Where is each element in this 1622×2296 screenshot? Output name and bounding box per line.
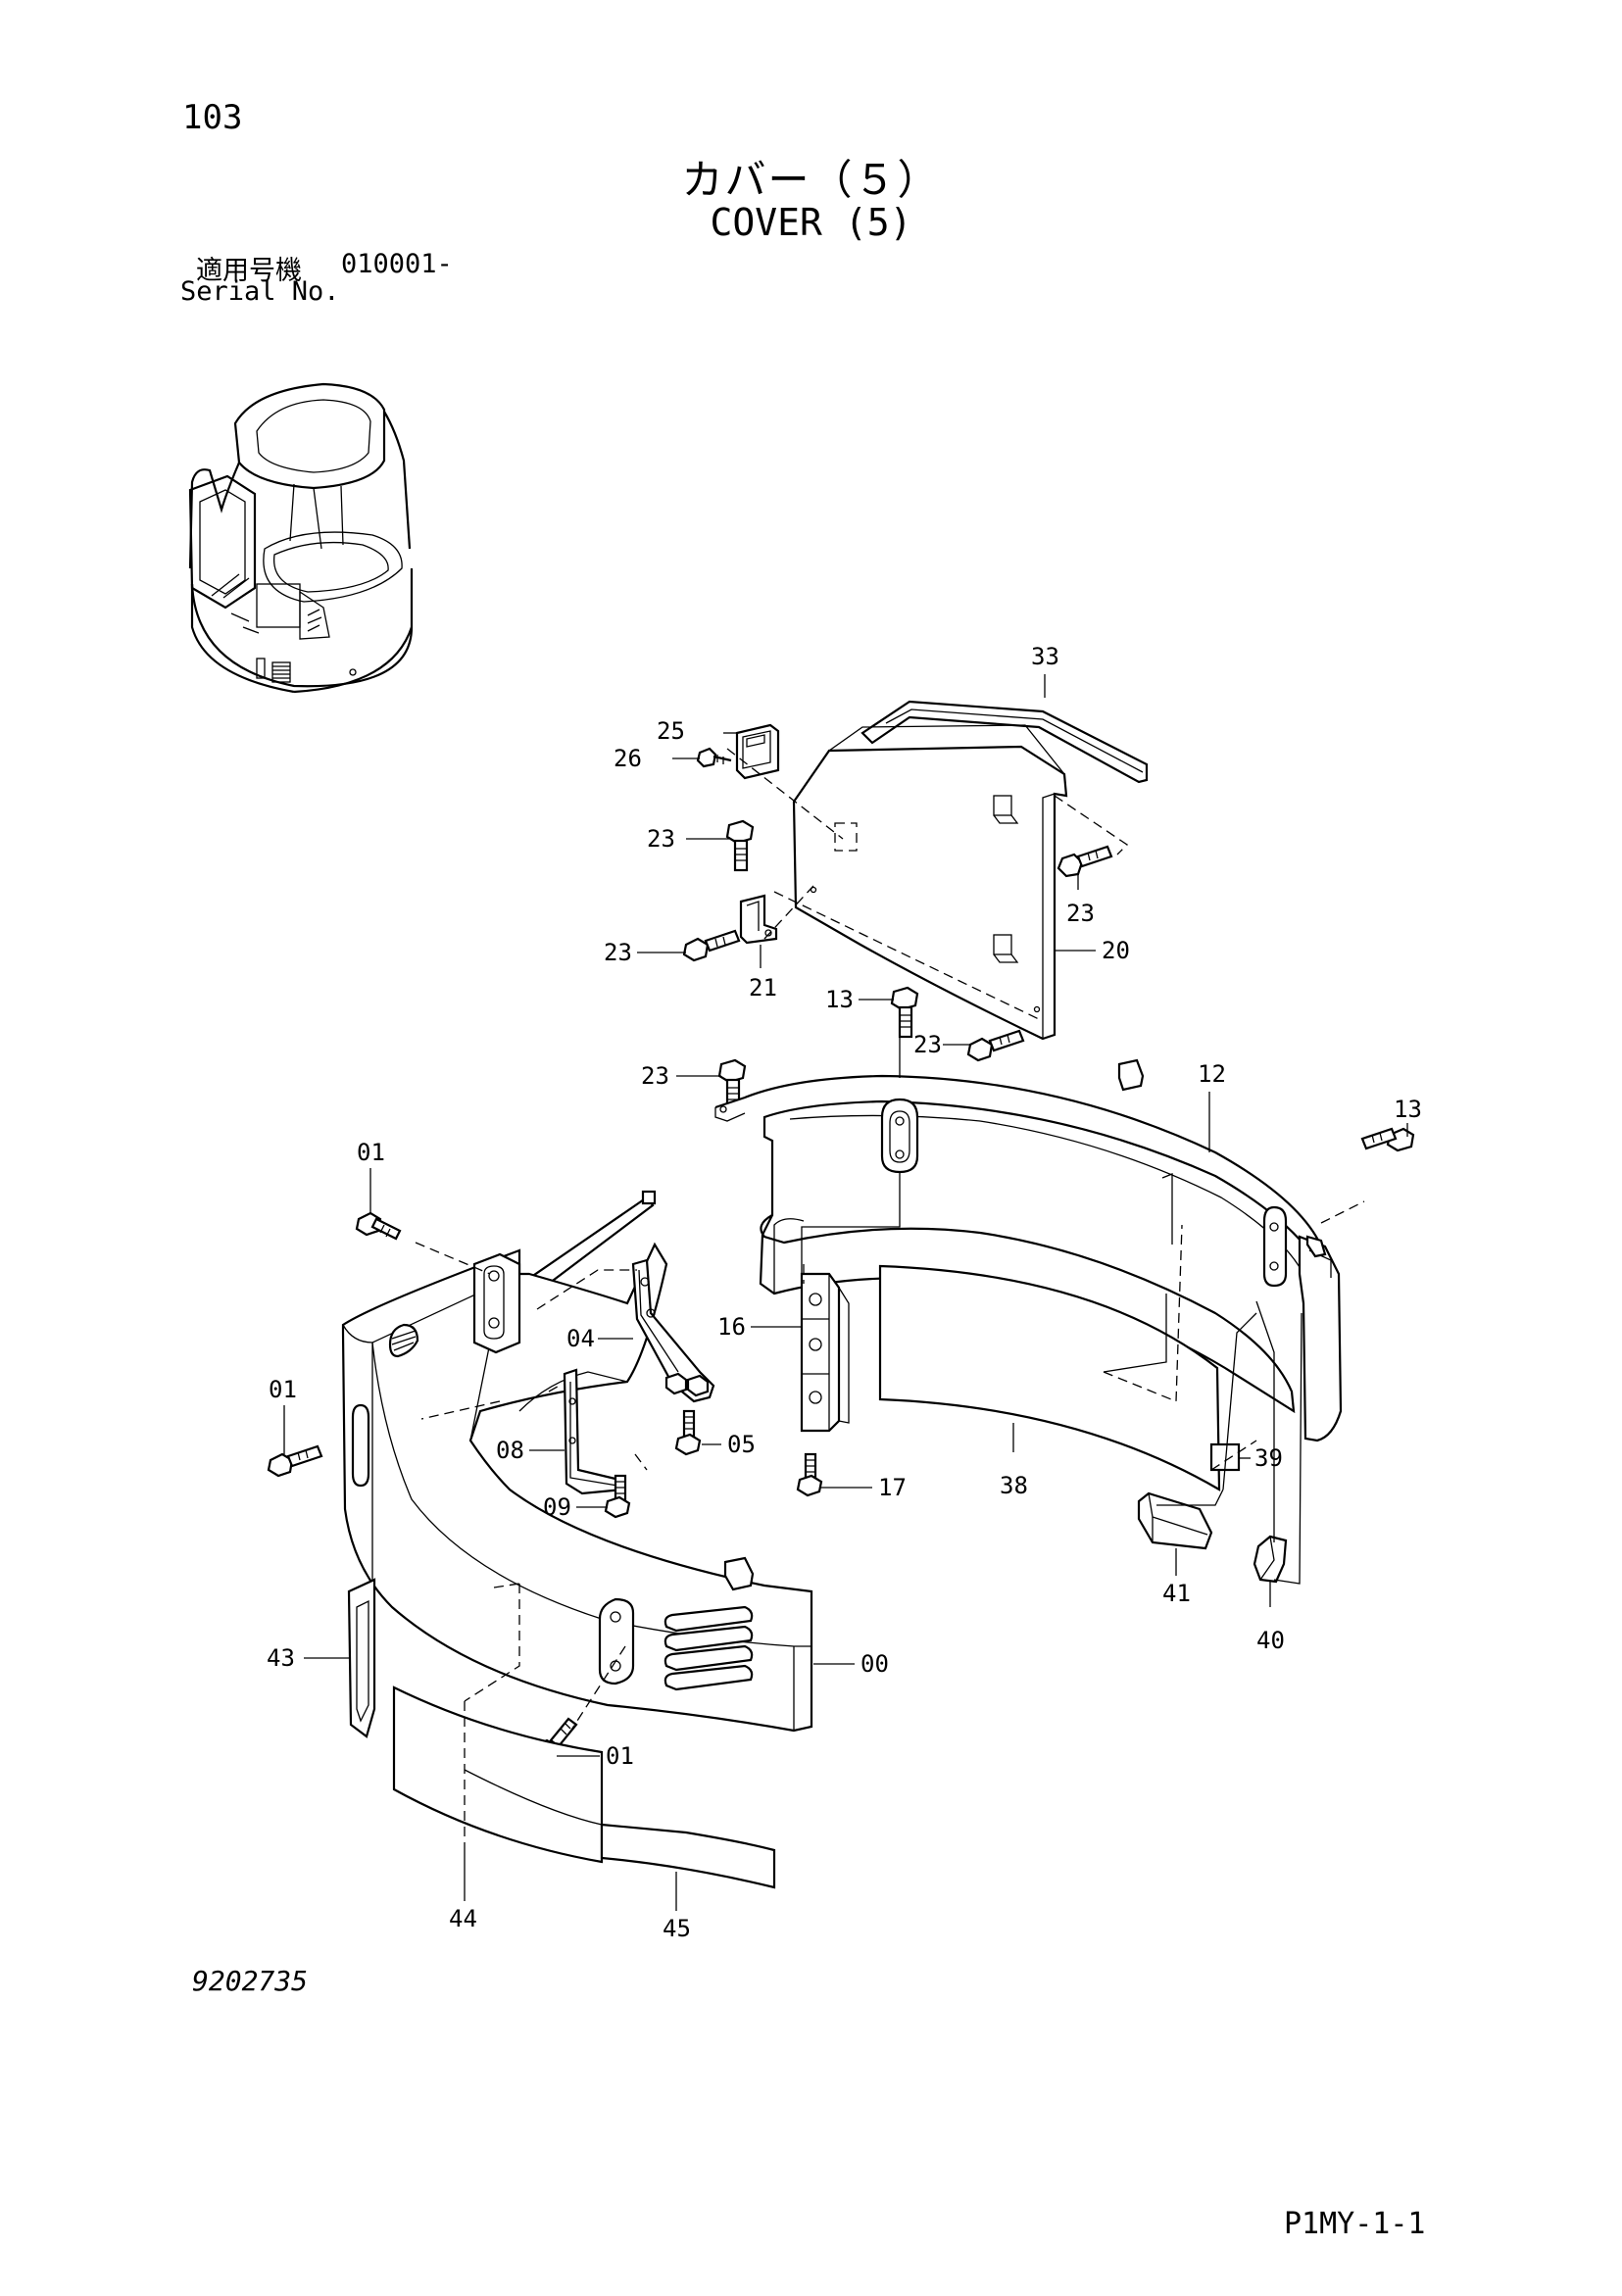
page-number: 103 (182, 98, 243, 137)
bolt-05 (674, 1409, 702, 1456)
bracket-21 (739, 894, 778, 945)
page-title-english: COVER (5) (710, 201, 912, 244)
callout-43: 43 (267, 1644, 295, 1672)
bolt-13-right (1360, 1127, 1415, 1152)
callout-00: 00 (860, 1650, 889, 1678)
callout-44: 44 (449, 1905, 477, 1932)
bolt-26 (696, 747, 732, 768)
callout-23: 23 (604, 939, 632, 966)
machine-overview-thumbnail (188, 382, 414, 694)
page-code: P1MY-1-1 (1284, 2207, 1426, 2241)
callout-23: 23 (647, 825, 675, 853)
callout-26: 26 (614, 745, 642, 772)
bolt-17 (796, 1452, 823, 1497)
callout-23: 23 (641, 1062, 669, 1090)
panel-45 (464, 1769, 776, 1889)
callout-04: 04 (566, 1325, 595, 1352)
bolt-09 (604, 1474, 631, 1519)
callout-25: 25 (657, 717, 685, 745)
bolt-01-left (267, 1444, 323, 1478)
assembly-lines (415, 748, 1365, 1842)
callout-41: 41 (1162, 1580, 1191, 1607)
callout-23: 23 (1066, 900, 1095, 927)
bracket-25 (735, 723, 780, 780)
sound-panel-38 (878, 1173, 1221, 1491)
callout-01: 01 (269, 1376, 297, 1403)
lower-cover-00 (341, 1242, 813, 1733)
bolt-01-upper (355, 1211, 402, 1241)
callout-12: 12 (1198, 1060, 1226, 1088)
callout-13: 13 (1394, 1096, 1422, 1123)
bolt-23-left (682, 929, 741, 962)
bolt-13-upper (890, 986, 919, 1039)
callout-40: 40 (1256, 1627, 1285, 1654)
callout-17: 17 (878, 1474, 907, 1501)
callout-labels: 33 25 26 23 23 23 21 20 13 23 23 12 13 0… (267, 643, 1422, 1942)
callout-16: 16 (717, 1313, 746, 1341)
bolt-23-right (1057, 845, 1113, 878)
upper-cover-12 (714, 1058, 1343, 1442)
drawing-number: 9202735 (192, 1965, 309, 1997)
bolt-23-panel (966, 1029, 1025, 1062)
callout-20: 20 (1102, 937, 1130, 964)
callout-23: 23 (913, 1031, 942, 1058)
serial-label-japanese: 適用号機 (196, 256, 302, 286)
bracket-43 (347, 1578, 376, 1738)
rubber-stop-40 (1253, 1535, 1288, 1584)
callout-01: 01 (606, 1742, 634, 1770)
bolt-23-upper (725, 819, 755, 872)
panel-44 (392, 1685, 604, 1864)
seal-rubber-33 (860, 700, 1149, 784)
callout-38: 38 (1000, 1472, 1028, 1499)
callout-05: 05 (727, 1431, 756, 1458)
callout-08: 08 (496, 1437, 524, 1464)
leader-lines (283, 674, 1408, 1911)
page-title-japanese: カバー（５） (681, 156, 941, 204)
bracket-16 (800, 1272, 850, 1433)
callout-13: 13 (825, 986, 854, 1013)
bracket-04 (631, 1258, 715, 1403)
callout-01: 01 (357, 1139, 385, 1166)
serial-label-english: Serial No. (180, 276, 340, 307)
callout-39: 39 (1254, 1444, 1283, 1472)
callout-45: 45 (663, 1915, 691, 1942)
rubber-stop-41 (1137, 1491, 1213, 1550)
callout-21: 21 (749, 974, 777, 1001)
cover-panel-20 (792, 724, 1068, 1041)
serial-number-value: 010001- (341, 249, 453, 279)
callout-09: 09 (543, 1493, 571, 1521)
callout-33: 33 (1031, 643, 1059, 670)
